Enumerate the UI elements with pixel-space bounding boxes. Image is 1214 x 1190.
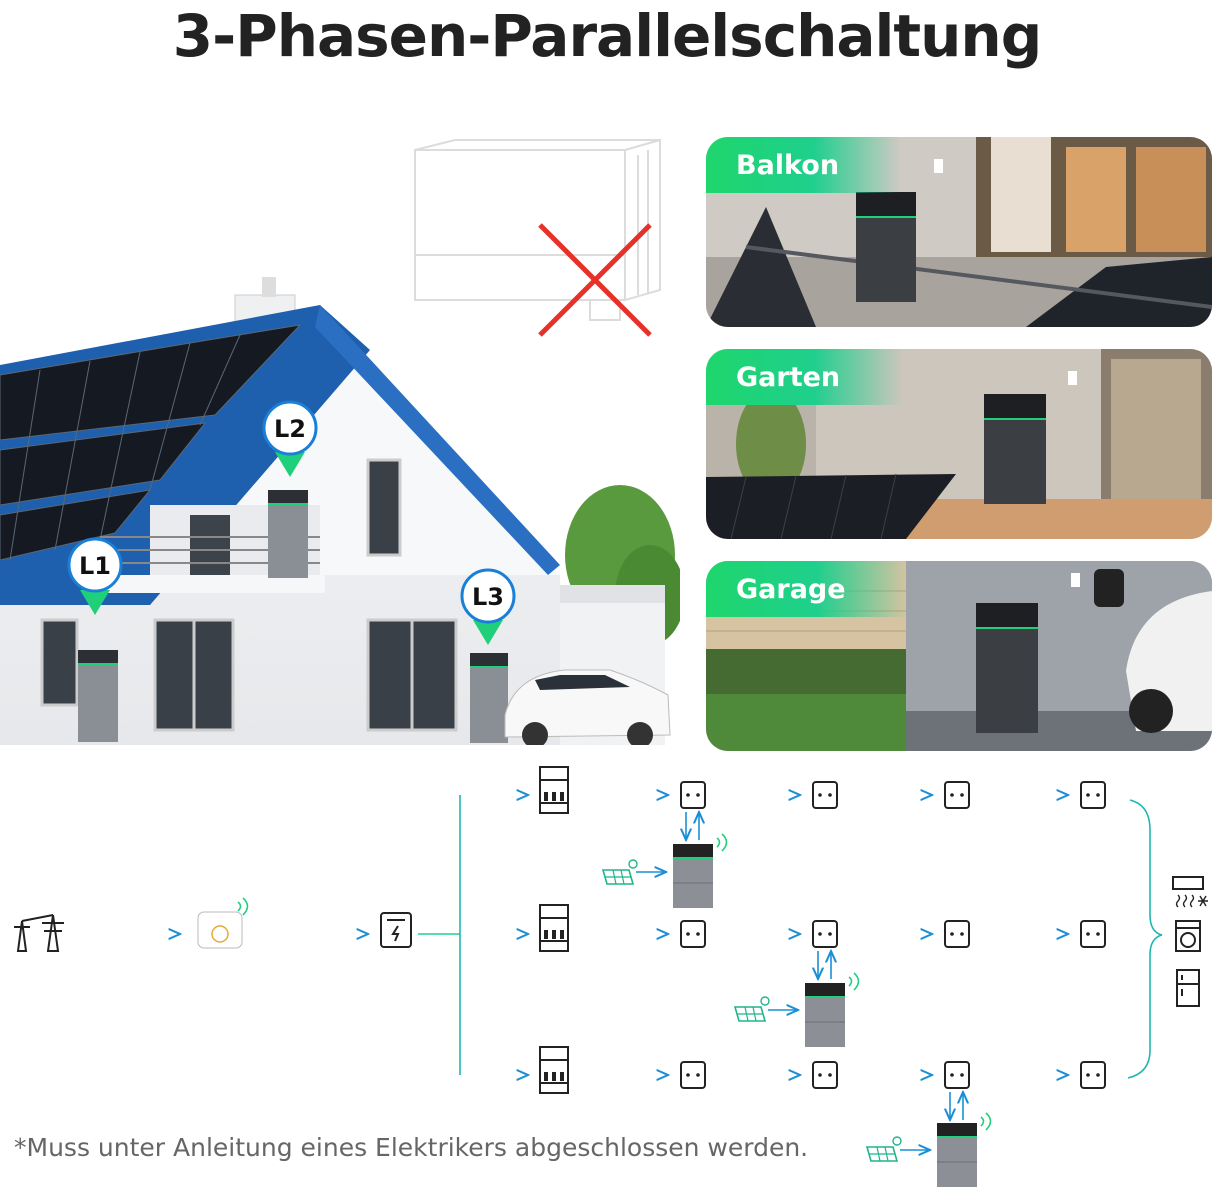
socket-icon (1080, 1061, 1106, 1089)
pin-label-l2: L2 (274, 415, 306, 443)
card-label-garten: Garten (706, 349, 903, 405)
pin-l3: L3 (460, 568, 516, 645)
house-illustration: L1 L2 L3 (0, 277, 680, 745)
pin-label-l3: L3 (472, 583, 504, 611)
pin-label-l1: L1 (79, 552, 111, 580)
fuse-box-icon (539, 1046, 569, 1094)
socket-icon (680, 781, 706, 809)
card-garten: Garten (706, 349, 1212, 539)
fuse-box-icon (539, 904, 569, 952)
power-tower-icon (14, 914, 64, 952)
socket-icon (944, 781, 970, 809)
page-title: 3-Phasen-Parallelschaltung (172, 2, 1042, 70)
battery-storage-icon (672, 833, 728, 909)
fuse-box-icon (539, 766, 569, 814)
battery-unit-l2 (268, 490, 308, 578)
wiring-diagram (14, 766, 1208, 1188)
socket-icon (944, 1061, 970, 1089)
fridge-icon (1176, 969, 1200, 1007)
battery-storage-icon (804, 972, 860, 1048)
distribution-box-icon (380, 912, 412, 948)
socket-icon (680, 1061, 706, 1089)
smart-meter-icon (197, 897, 249, 949)
phase-row-1 (539, 766, 1106, 909)
phase-row-3 (539, 1046, 1106, 1188)
socket-icon (812, 1061, 838, 1089)
solar-panel-icon (602, 859, 638, 885)
solar-panel-icon (866, 1136, 902, 1162)
card-garage: Garage (706, 561, 1212, 751)
battery-storage-icon (936, 1112, 992, 1188)
card-balkon: Balkon (706, 137, 1212, 327)
balkon-scene (706, 137, 1212, 327)
garage-scene (706, 561, 1212, 751)
socket-icon (680, 920, 706, 948)
card-label-balkon: Balkon (706, 137, 902, 193)
washing-machine-icon (1175, 920, 1201, 952)
footnote: *Muss unter Anleitung eines Elektrikers … (14, 1133, 809, 1162)
solar-panel-icon (734, 996, 770, 1022)
phase-row-2 (539, 904, 1106, 1048)
socket-icon (812, 781, 838, 809)
socket-icon (944, 920, 970, 948)
car (504, 669, 671, 745)
card-label-garage: Garage (706, 561, 908, 617)
garten-scene (706, 349, 1212, 539)
socket-icon (1080, 781, 1106, 809)
air-conditioner-icon (1172, 876, 1208, 908)
socket-icon (1080, 920, 1106, 948)
battery-unit-l3 (470, 653, 508, 743)
battery-unit-l1 (78, 650, 118, 742)
socket-icon (812, 920, 838, 948)
pin-l1: L1 (67, 537, 123, 615)
crossed-out-air-conditioner-icon (414, 138, 661, 337)
pin-l2: L2 (262, 400, 318, 477)
